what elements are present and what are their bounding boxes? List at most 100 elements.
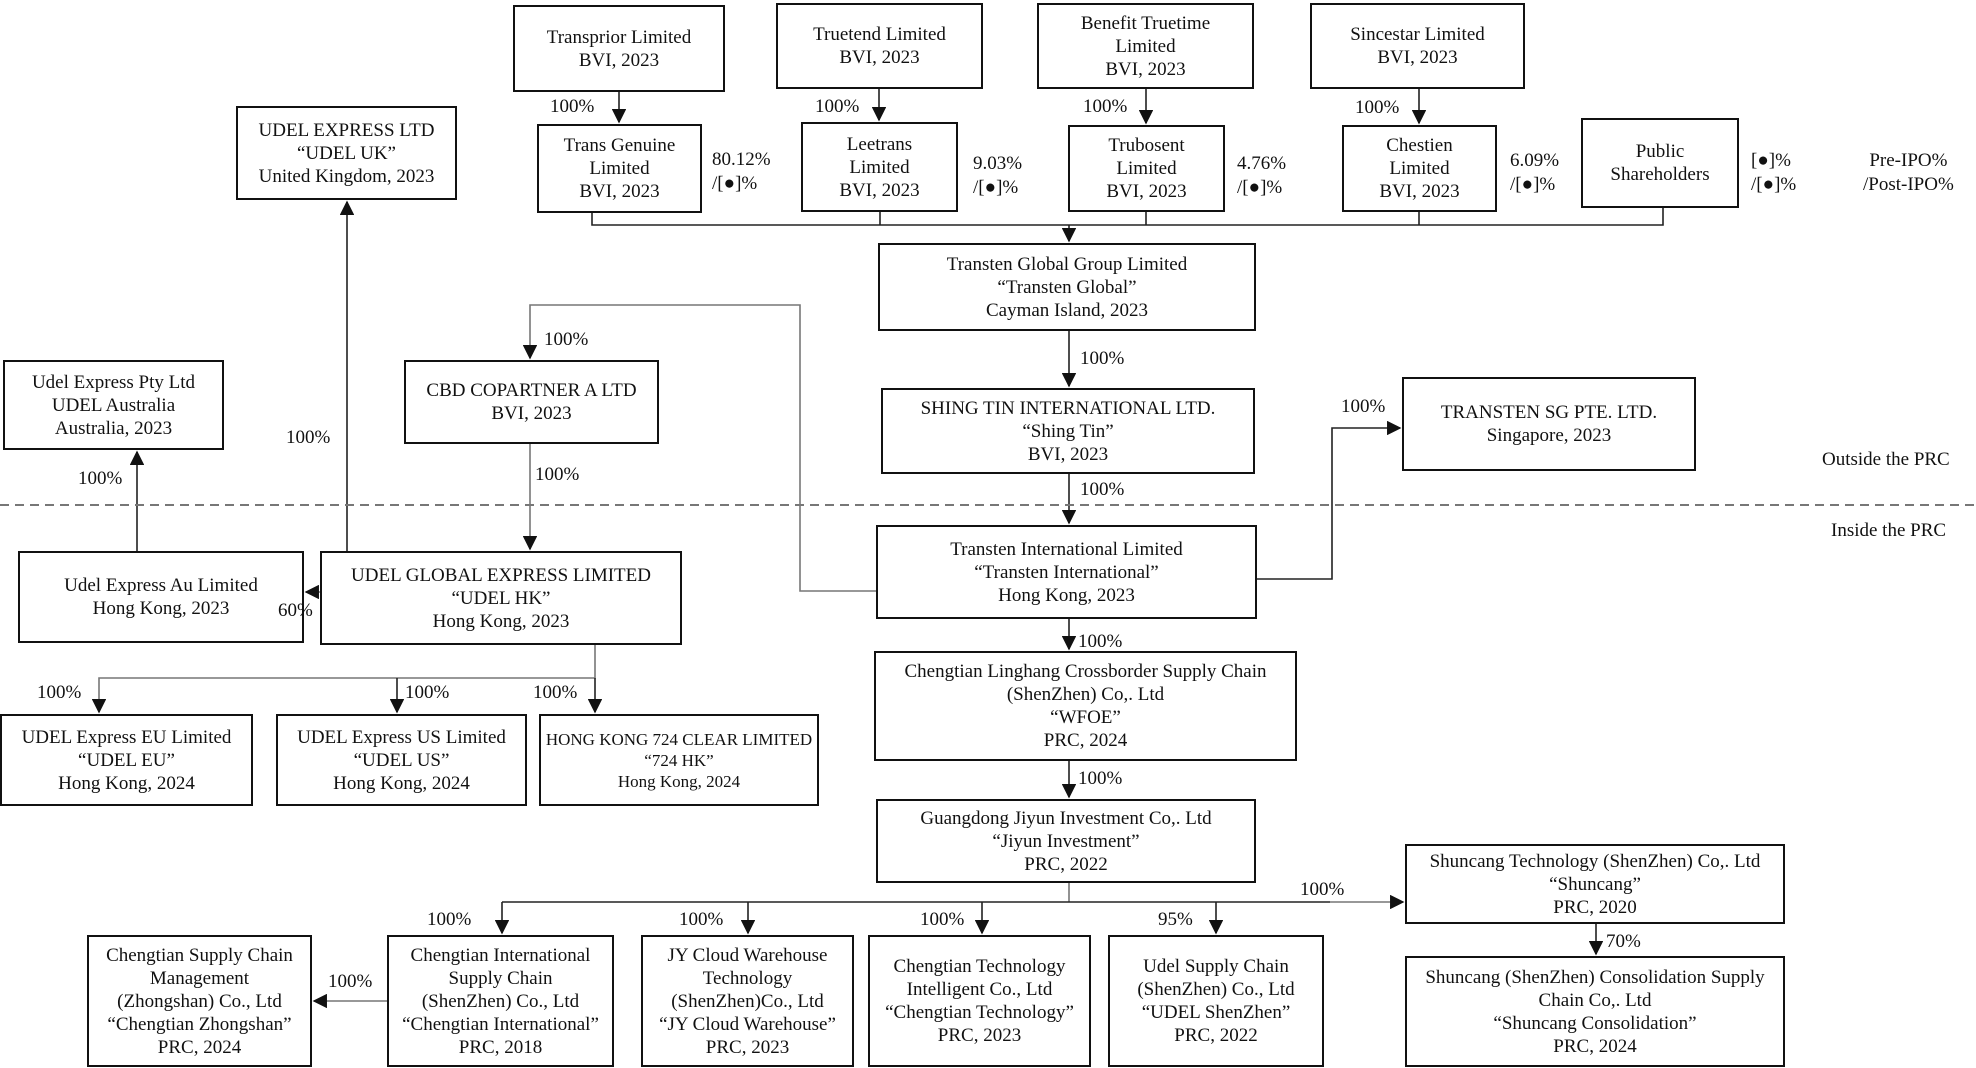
entity-text-line: Limited bbox=[589, 158, 650, 179]
entity-text-line: JY Cloud Warehouse bbox=[667, 944, 828, 966]
entity-text-line: Transten Global Group Limited bbox=[946, 253, 1188, 275]
stake-public: [●]%/[●]% bbox=[1751, 150, 1797, 195]
pct-label: 100% bbox=[1355, 97, 1400, 118]
pct-label: 100% bbox=[427, 909, 472, 930]
entity-shing-tin: SHING TIN INTERNATIONAL LTD.“Shing Tin”B… bbox=[881, 388, 1255, 474]
pct-label: 100% bbox=[533, 682, 578, 703]
pct-label: 100% bbox=[535, 464, 580, 485]
pct-label: 100% bbox=[405, 682, 450, 703]
entity-text-line: Hong Kong, 2024 bbox=[58, 772, 195, 794]
entity-text-line: Chain Co,. Ltd bbox=[1538, 989, 1652, 1011]
entity-text-line: “Jiyun Investment” bbox=[992, 830, 1140, 852]
pct-label: 100% bbox=[78, 468, 123, 489]
entity-transten-global: Transten Global Group Limited“Transten G… bbox=[878, 243, 1256, 331]
entity-text-line: “UDEL EU” bbox=[78, 749, 175, 771]
entity-text-line: “Chengtian Zhongshan” bbox=[107, 1013, 292, 1035]
entity-text-line: PRC, 2024 bbox=[1043, 730, 1128, 751]
entity-text-line: PRC, 2024 bbox=[1553, 1035, 1637, 1057]
entity-text-line: Hong Kong, 2023 bbox=[92, 598, 230, 619]
pct-label: 100% bbox=[550, 96, 595, 117]
entity-text-line: Intelligent Co., Ltd bbox=[906, 979, 1053, 1000]
entity-transten-intl: Transten International Limited“Transten … bbox=[876, 525, 1257, 619]
stake-trans-genuine: 80.12%/[●]% bbox=[712, 149, 771, 194]
entity-text-line: Leetrans bbox=[846, 133, 913, 155]
pct-label: 100% bbox=[1080, 348, 1125, 369]
entity-text-line: “Shing Tin” bbox=[1022, 420, 1114, 442]
entity-text-line: Australia, 2023 bbox=[54, 417, 173, 439]
pct-label: 100% bbox=[544, 329, 589, 350]
entity-text-line: Truetend Limited bbox=[813, 24, 946, 45]
entity-text-line: “Shuncang Consolidation” bbox=[1493, 1012, 1697, 1034]
pct-label: 60% bbox=[278, 600, 313, 621]
entity-text-line: “UDEL UK” bbox=[296, 142, 396, 164]
entity-text-line: Hong Kong, 2023 bbox=[998, 584, 1135, 606]
entity-text-line: Transten International Limited bbox=[950, 538, 1183, 560]
entity-text-line: PRC, 2022 bbox=[1174, 1025, 1258, 1046]
stake-trubosent: 4.76%/[●]% bbox=[1237, 153, 1287, 198]
entity-text-line: (ShenZhen) Co,. Ltd bbox=[1006, 684, 1165, 705]
entity-text-line: UDEL GLOBAL EXPRESS LIMITED bbox=[351, 564, 651, 586]
stake-chestien: 6.09%/[●]% bbox=[1510, 150, 1560, 195]
entity-shuncang-consolidation: Shuncang (ShenZhen) Consolidation Supply… bbox=[1405, 956, 1785, 1067]
entity-text-line: Singapore, 2023 bbox=[1486, 425, 1612, 446]
entity-text-line: Udel Express Pty Ltd bbox=[31, 371, 196, 393]
entity-text-line: TRANSTEN SG PTE. LTD. bbox=[1440, 402, 1658, 423]
entity-udel-eu: UDEL Express EU Limited“UDEL EU”Hong Kon… bbox=[0, 714, 253, 806]
entity-text-line: BVI, 2023 bbox=[1105, 58, 1186, 80]
pct-label: 100% bbox=[1078, 631, 1123, 652]
entity-udel-us: UDEL Express US Limited“UDEL US”Hong Kon… bbox=[276, 714, 527, 806]
entity-hk724: HONG KONG 724 CLEAR LIMITED“724 HK”Hong … bbox=[539, 714, 819, 806]
entity-text-line: UDEL Australia bbox=[51, 394, 176, 416]
entity-wfoe: Chengtian Linghang Crossborder Supply Ch… bbox=[874, 651, 1297, 761]
entity-text-line: Limited bbox=[1115, 35, 1176, 57]
entity-text-line: PRC, 2018 bbox=[458, 1036, 543, 1058]
shareholder-bus bbox=[591, 208, 1664, 226]
pct-label: 100% bbox=[37, 682, 82, 703]
legend-ipo: Pre-IPO%/Post-IPO% bbox=[1863, 150, 1954, 195]
entity-text-line: “Chengtian Technology” bbox=[885, 1002, 1074, 1023]
entity-udel-sz: Udel Supply Chain(ShenZhen) Co., Ltd“UDE… bbox=[1108, 935, 1324, 1067]
pct-label: 100% bbox=[679, 909, 724, 930]
pct-label: 100% bbox=[1080, 479, 1125, 500]
pct-label: 70% bbox=[1606, 931, 1641, 952]
entity-text-line: BVI, 2023 bbox=[491, 403, 572, 424]
entity-text-line: CBD COPARTNER A LTD bbox=[426, 380, 637, 401]
region-outside-prc: Outside the PRC bbox=[1822, 449, 1950, 470]
arrow-intl-sg bbox=[1257, 420, 1402, 580]
entity-text-line: “JY Cloud Warehouse” bbox=[659, 1013, 836, 1035]
entity-text-line: Transprior Limited bbox=[546, 26, 692, 48]
entity-text-line: SHING TIN INTERNATIONAL LTD. bbox=[920, 397, 1216, 419]
entity-text-line: Public bbox=[1635, 141, 1685, 162]
pct-label: 100% bbox=[286, 427, 331, 448]
entity-text-line: Supply Chain bbox=[448, 967, 553, 989]
entity-text-line: Chengtian Linghang Crossborder Supply Ch… bbox=[904, 661, 1267, 682]
entity-text-line: Chestien bbox=[1386, 135, 1453, 156]
entity-text-line: Hong Kong, 2023 bbox=[432, 610, 570, 632]
entity-text-line: Cayman Island, 2023 bbox=[985, 299, 1148, 321]
entity-text-line: BVI, 2023 bbox=[578, 49, 660, 71]
entity-text-line: Chengtian Supply Chain bbox=[106, 944, 293, 966]
entity-text-line: PRC, 2022 bbox=[1024, 853, 1108, 875]
entity-text-line: PRC, 2023 bbox=[705, 1036, 790, 1058]
entity-text-line: “Chengtian International” bbox=[402, 1013, 599, 1035]
entity-text-line: Guangdong Jiyun Investment Co,. Ltd bbox=[920, 807, 1212, 829]
entity-text-line: UDEL Express US Limited bbox=[297, 726, 506, 748]
pct-label: 100% bbox=[1078, 768, 1123, 789]
pct-label: 100% bbox=[328, 971, 373, 992]
entity-text-line: BVI, 2023 bbox=[1106, 181, 1187, 202]
entity-text-line: UDEL Express EU Limited bbox=[21, 726, 232, 748]
entity-text-line: PRC, 2023 bbox=[937, 1025, 1022, 1046]
entity-text-line: Hong Kong, 2024 bbox=[333, 772, 470, 794]
entity-shuncang: Shuncang Technology (ShenZhen) Co,. Ltd“… bbox=[1405, 844, 1785, 924]
